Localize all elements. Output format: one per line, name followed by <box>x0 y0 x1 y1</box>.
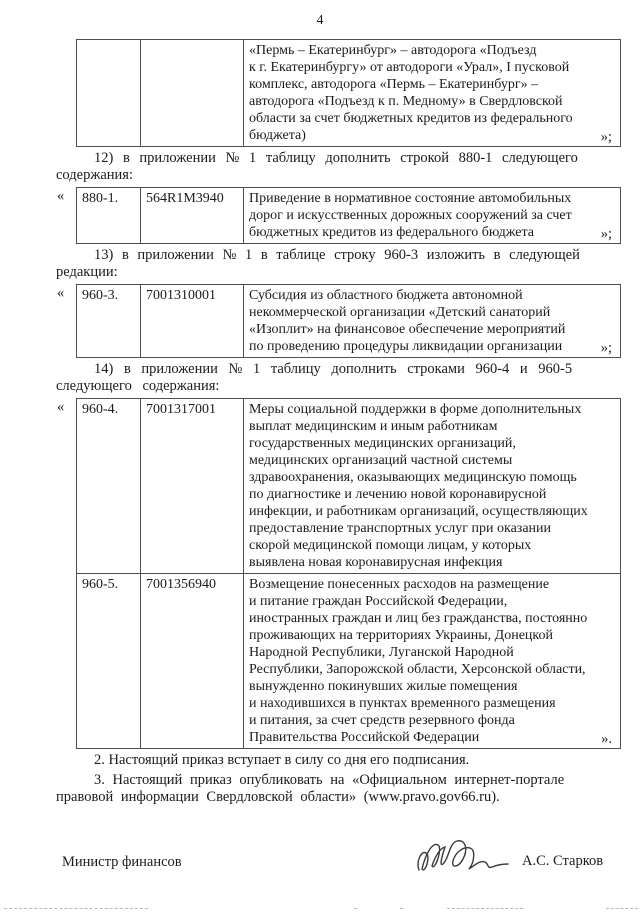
paragraph-3: 3. Настоящий приказ опубликовать на «Офи… <box>56 772 565 805</box>
signature-title: Министр финансов <box>62 854 182 870</box>
close-quote-mark: »; <box>600 129 612 145</box>
page-number: 4 <box>316 13 324 28</box>
table-row: «Пермь – Екатеринбург» – автодорога «Под… <box>76 39 621 147</box>
minister-signature-icon <box>417 840 509 871</box>
scan-artifact <box>4 908 148 909</box>
open-quote-mark: « <box>57 399 65 415</box>
table-row: 880-1. 564R1M3940 Приведение в нормативн… <box>76 187 621 244</box>
description-cell: Меры социальной поддержки в форме дополн… <box>243 398 621 574</box>
open-quote-mark: « <box>57 188 65 204</box>
row-number-cell: 960-4. <box>76 398 141 574</box>
table-continuation: «Пермь – Екатеринбург» – автодорога «Под… <box>76 39 621 147</box>
table-row: 960-4. 7001317001 Меры социальной поддер… <box>76 398 621 574</box>
row-number-cell: 880-1. <box>76 187 141 244</box>
table-row: 960-3. 7001310001 Субсидия из областного… <box>76 284 621 358</box>
scan-artifact <box>354 908 357 909</box>
code-cell <box>140 39 244 147</box>
amendment-table-960-3: « 960-3. 7001310001 Субсидия из областно… <box>57 284 621 358</box>
row-number-cell: 960-3. <box>76 284 141 358</box>
close-quote-mark: ». <box>601 731 612 747</box>
paragraph-13: 13) в приложении № 1 в таблице строку 96… <box>56 247 580 280</box>
signature-name: А.С. Старков <box>522 853 604 869</box>
row-number-cell <box>76 39 141 147</box>
close-quote-mark: »; <box>600 226 612 242</box>
table-row: 960-5. 7001356940 Возмещение понесенных … <box>76 573 621 749</box>
description-cell: Возмещение понесенных расходов на размещ… <box>243 573 621 749</box>
paragraph-12: 12) в приложении № 1 таблицу дополнить с… <box>56 150 578 183</box>
description-cell: «Пермь – Екатеринбург» – автодорога «Под… <box>243 39 621 147</box>
scan-artifact <box>400 908 403 909</box>
paragraph-14: 14) в приложении № 1 таблицу дополнить с… <box>56 361 573 394</box>
signature-block: Министр финансов А.С. Старков <box>0 838 640 894</box>
paragraph-2: 2. Настоящий приказ вступает в силу со д… <box>94 752 470 768</box>
open-quote-mark: « <box>57 285 65 301</box>
code-cell: 7001317001 <box>140 398 244 574</box>
amendment-table-960-4-5: « 960-4. 7001317001 Меры социальной подд… <box>57 398 621 749</box>
row-number-cell: 960-5. <box>76 573 141 749</box>
description-cell: Приведение в нормативное состояние автом… <box>243 187 621 244</box>
code-cell: 564R1M3940 <box>140 187 244 244</box>
description-cell: Субсидия из областного бюджета автономно… <box>243 284 621 358</box>
close-quote-mark: »; <box>600 340 612 356</box>
code-cell: 7001310001 <box>140 284 244 358</box>
amendment-table-880-1: « 880-1. 564R1M3940 Приведение в нормати… <box>57 187 621 244</box>
scan-artifact <box>606 908 638 909</box>
code-cell: 7001356940 <box>140 573 244 749</box>
scan-artifact <box>447 908 523 909</box>
